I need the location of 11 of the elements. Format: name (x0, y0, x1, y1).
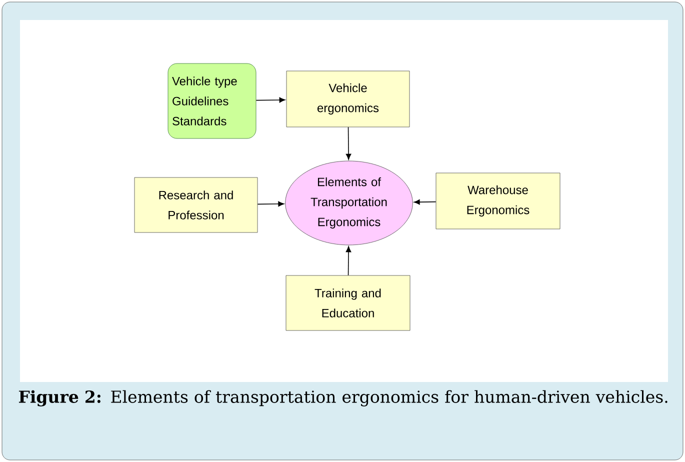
arrow (346, 126, 352, 160)
figure-caption: Figure 2: Elements of transportation ergonomics for human-driven vehicles. (18, 390, 668, 406)
process-box: Warehouse Ergonomics (436, 172, 560, 230)
arrow (257, 201, 284, 207)
process-box: Vehicle ergonomics (286, 70, 410, 128)
process-box: Training and Education (286, 275, 410, 331)
arrow (414, 199, 436, 205)
arrow (256, 97, 286, 103)
process-box: Research and Profession (134, 177, 258, 233)
arrow (346, 246, 352, 276)
guideline-box: Vehicle type Guidelines Standards (168, 63, 256, 139)
